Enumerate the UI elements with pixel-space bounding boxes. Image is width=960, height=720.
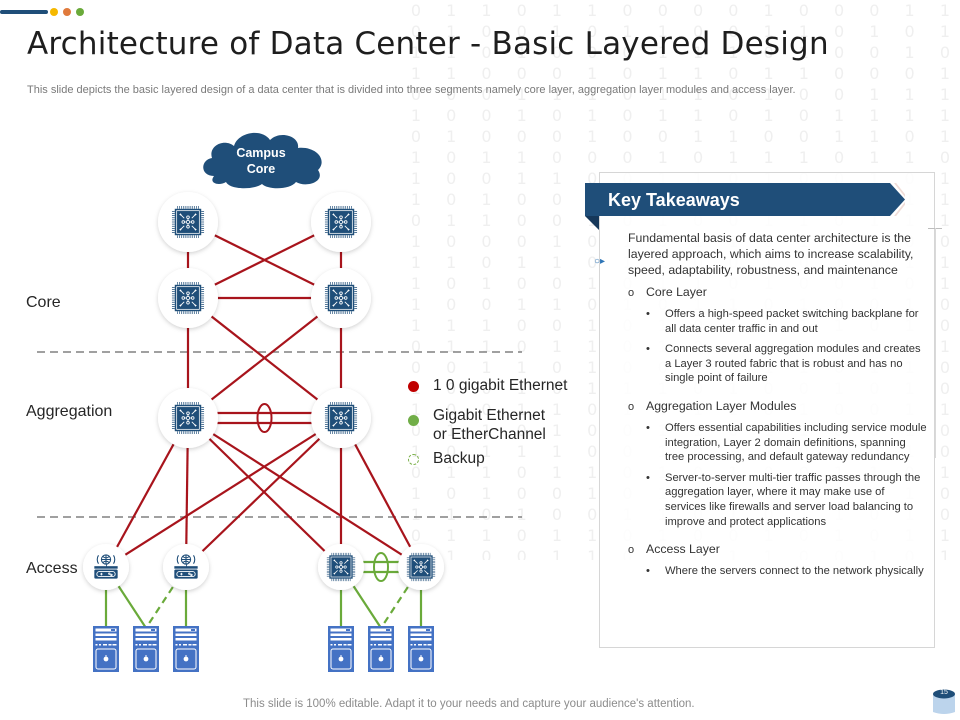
- node-s4: [398, 544, 444, 590]
- takeaway-bullet-text: Server-to-server multi-tier traffic pass…: [665, 471, 921, 528]
- legend-item-backup: Backup: [408, 450, 485, 468]
- takeaway-bullet: • Connects several aggregation modules an…: [646, 342, 928, 386]
- link-ten-gigabit: [187, 297, 342, 419]
- chip-switch-icon: [171, 205, 205, 239]
- network-diagram: Campus Core Core Aggregation Access 1 0 …: [0, 110, 600, 680]
- chip-switch-icon: [406, 552, 436, 582]
- server-icon: [173, 626, 199, 672]
- key-takeaways-heading: Key Takeaways: [608, 190, 740, 210]
- bullet-dot-icon: •: [646, 308, 650, 320]
- takeaway-section: o Access Layer: [628, 541, 928, 558]
- takeaway-bullet: • Server-to-server multi-tier traffic pas…: [646, 471, 928, 529]
- panel-divider: [935, 228, 936, 458]
- bullet-dot-icon: •: [646, 471, 650, 484]
- takeaway-section: o Aggregation Layer Modules: [628, 398, 928, 415]
- chip-switch-icon: [324, 281, 358, 315]
- takeaway-bullet-text: Offers essential capabilities including …: [665, 421, 927, 464]
- takeaway-section-title: Core Layer: [646, 285, 707, 299]
- key-takeaways-panel: [599, 172, 935, 648]
- server-icon: [93, 626, 119, 672]
- takeaway-section-title: Access Layer: [646, 542, 720, 557]
- server-icon: [328, 626, 354, 672]
- cloud-label-line1: Campus: [236, 146, 285, 160]
- layer-label-aggregation: Aggregation: [26, 403, 113, 420]
- takeaway-bullet: • Offers essential capabilities including…: [646, 421, 928, 465]
- circle-bullet-icon: o: [628, 287, 635, 299]
- node-s3: [318, 544, 364, 590]
- layer-label-access: Access: [26, 560, 78, 577]
- title-accent-bar: [0, 10, 48, 14]
- server-icon: [408, 626, 434, 672]
- network-diagram-canvas: Campus Core: [37, 132, 522, 672]
- page-number: 15: [940, 689, 948, 696]
- channel-bundle-ring: [256, 403, 273, 433]
- chip-switch-icon: [324, 205, 358, 239]
- takeaway-bullet: • Offers a high-speed packet switching ba…: [646, 307, 928, 336]
- takeaway-bullet-text: Connects several aggregation modules and…: [665, 343, 921, 385]
- key-takeaways-content: Fundamental basis of data center archite…: [628, 230, 928, 579]
- link-ten-gigabit: [105, 417, 342, 568]
- accent-dot-green: [76, 8, 84, 16]
- legend-label-line1: Gigabit Ethernet: [433, 407, 546, 424]
- bullet-dot-icon: •: [646, 421, 650, 434]
- circle-bullet-icon: o: [628, 544, 635, 557]
- key-takeaways-banner: [585, 183, 905, 216]
- takeaway-bullet-text: Where the servers connect to the network…: [665, 565, 924, 578]
- takeaway-section-title: Aggregation Layer Modules: [646, 398, 797, 413]
- takeaway-bullet-text: Offers a high-speed packet switching bac…: [665, 308, 919, 335]
- accent-dot-yellow: [50, 8, 58, 16]
- server-icon: [368, 626, 394, 672]
- legend-item-ten-gigabit: 1 0 gigabit Ethernet: [408, 377, 567, 395]
- node-s2: [163, 544, 209, 590]
- legend-dot-green: [408, 415, 419, 426]
- legend-dot-red: [408, 381, 419, 392]
- cloud-label-line2: Core: [247, 162, 276, 176]
- legend-dot-dashed: [408, 454, 419, 465]
- node-c4: [311, 268, 371, 328]
- link-ten-gigabit: [185, 417, 342, 568]
- circle-bullet-icon: o: [628, 400, 635, 413]
- legend-item-gigabit: Gigabit Ethernet or EtherChannel: [408, 406, 546, 444]
- accent-dot-orange: [63, 8, 71, 16]
- takeaway-bullet: • Where the servers connect to the networ…: [646, 564, 928, 579]
- node-a1: [158, 388, 218, 448]
- bullet-dot-icon: •: [646, 343, 650, 356]
- page-number-badge: [933, 689, 955, 714]
- node-a2: [311, 388, 371, 448]
- legend-label: 1 0 gigabit Ethernet: [433, 377, 568, 394]
- chip-switch-icon: [326, 552, 356, 582]
- node-s1: [83, 544, 129, 590]
- channel-bundle-ring: [373, 552, 389, 582]
- chip-switch-icon: [171, 281, 205, 315]
- footer-note: This slide is 100% editable. Adapt it to…: [243, 698, 695, 710]
- takeaways-intro: Fundamental basis of data center archite…: [628, 231, 914, 277]
- circle-arrow-marker-icon: ○▸: [594, 256, 606, 267]
- chip-switch-icon: [171, 401, 205, 435]
- campus-core-cloud: Campus Core: [203, 132, 322, 189]
- bullet-dot-icon: •: [646, 565, 650, 578]
- page-subtitle: This slide depicts the basic layered des…: [27, 84, 796, 96]
- chip-switch-icon: [324, 401, 358, 435]
- page-title: Architecture of Data Center - Basic Laye…: [27, 26, 829, 62]
- node-c1: [158, 192, 218, 252]
- link-ten-gigabit: [187, 417, 422, 568]
- legend-label: Backup: [433, 450, 485, 467]
- takeaway-section: o Core Layer: [628, 284, 928, 301]
- node-c3: [158, 268, 218, 328]
- banner-fold: [585, 216, 599, 230]
- node-c2: [311, 192, 371, 252]
- layer-label-core: Core: [26, 294, 61, 311]
- server-icon: [133, 626, 159, 672]
- legend-label-line2: or EtherChannel: [433, 426, 546, 443]
